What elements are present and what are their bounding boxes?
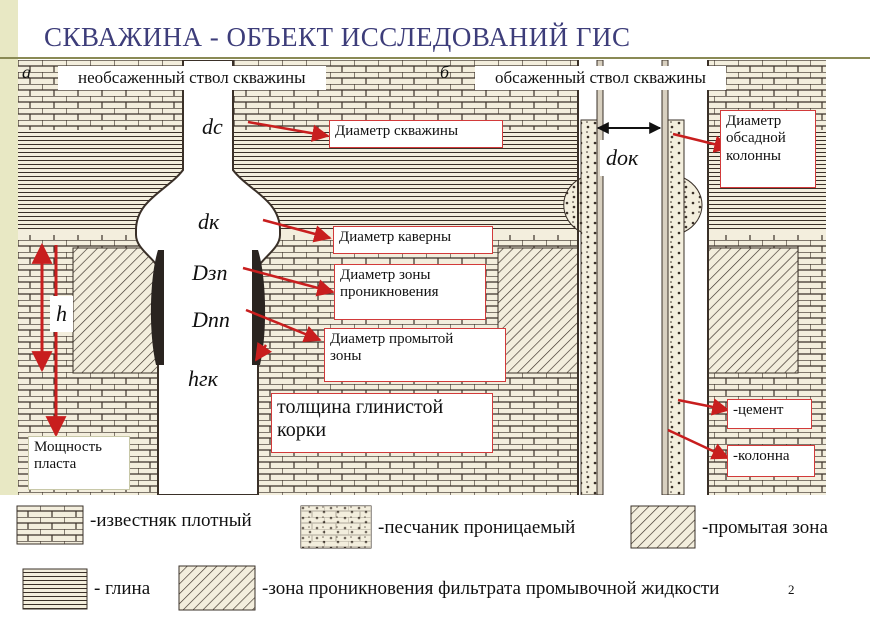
symbol-dk: dк [192,204,226,240]
symbol-h: h [50,296,73,332]
label-casing-diameter: Диаметр обсадной колонны [720,110,816,188]
symbol-hgk: hгк [182,362,224,396]
symbol-dzp: Dзп [186,258,234,288]
legend-flushed: -промытая зона [702,517,828,538]
panel-a-label: а [22,62,31,82]
label-mudcake: толщина глинистой корки [271,393,493,453]
page-number: 2 [788,582,795,597]
cased-header: обсаженный ствол скважины [475,66,726,90]
label-flushed-zone: Диаметр промытой зоны [324,328,506,382]
label-cavern-diameter: Диаметр каверны [333,226,493,254]
title-underline [0,57,870,59]
page-title: СКВАЖИНА - ОБЪЕКТ ИССЛЕДОВАНИЙ ГИС [44,22,631,52]
label-borehole-diameter: Диаметр скважины [329,120,503,148]
legend-clay-swatch [22,568,88,610]
symbol-dc: dc [196,108,229,146]
panel-b-label: б [440,62,450,82]
symbol-dpp: Dпп [186,304,236,336]
legend-flushed-swatch [630,505,696,549]
label-bed-thickness: Мощность пласта [28,436,130,490]
legend-clay: - глина [94,578,151,599]
legend-limestone: -известняк плотный [90,510,252,531]
legend-invasion-swatch [178,565,256,611]
label-cement: -цемент [727,399,812,429]
legend-sandstone: -песчаник проницаемый [378,517,576,538]
legend-sandstone-swatch [300,505,372,549]
legend-invasion: -зона проникновения фильтрата промывочно… [262,578,720,599]
symbol-dok: dок [600,140,645,176]
uncased-header: необсаженный ствол скважины [58,66,326,90]
side-stripe [0,0,18,495]
label-invasion-zone: Диаметр зоны проникновения [334,264,486,320]
label-casing: -колонна [727,445,815,477]
legend-limestone-swatch [16,505,84,545]
